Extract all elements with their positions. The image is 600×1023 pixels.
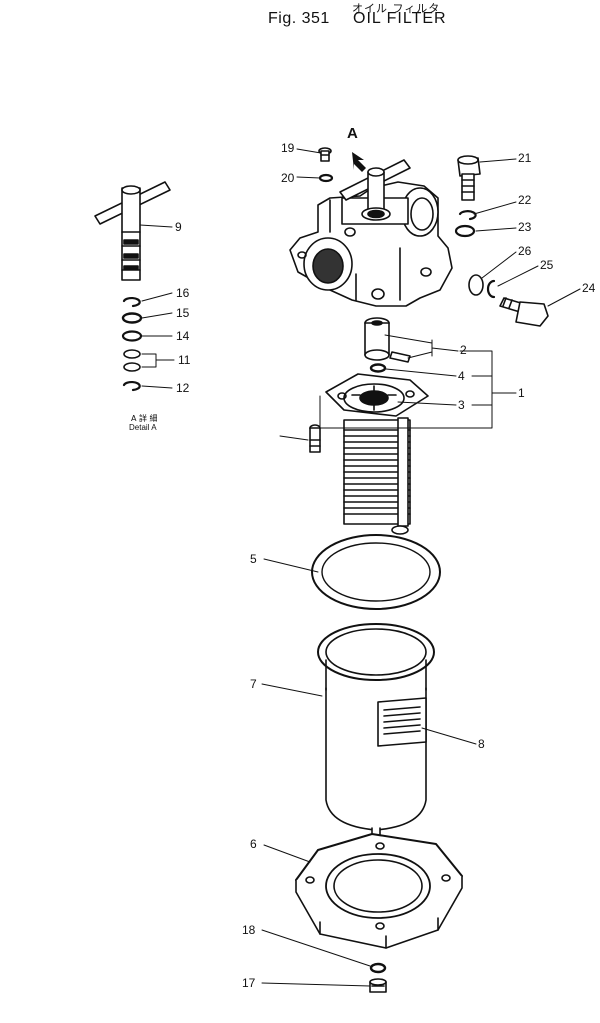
callout-26: 26: [518, 244, 532, 258]
callout-3: 3: [458, 398, 465, 412]
callout-11: 11: [178, 353, 191, 367]
screw-18: [318, 147, 332, 162]
callout-20: 21: [518, 151, 532, 165]
callout-2: 2: [460, 343, 467, 357]
detail-label-japanese: A 詳 細: [131, 414, 158, 423]
callout-22: 23: [518, 220, 532, 234]
base-flange-6: [295, 833, 463, 949]
gasket-5: [311, 534, 441, 610]
diagram-title-japanese: オイル フィルタ: [352, 2, 441, 15]
detail-rings: [121, 296, 143, 392]
bolt-23: [309, 424, 321, 453]
bolt-20: [457, 155, 481, 201]
callout-21: 22: [518, 193, 532, 207]
washer-17: [369, 962, 387, 974]
callout-19: 20: [281, 171, 295, 185]
callout-17: 18: [242, 923, 256, 937]
callout-24: 24: [582, 281, 596, 295]
t-handle-stem: [94, 181, 171, 281]
leader-lines: [261, 148, 581, 987]
callout-labels: 9 16 15 14 11 12 19 20 21 22 23 26 25 24…: [175, 141, 596, 990]
ring-4: [369, 363, 387, 373]
washer-22: [454, 224, 476, 238]
valve-t-handle: [339, 159, 411, 221]
washer-19: [318, 173, 334, 183]
valve-sleeve-2: [364, 317, 411, 363]
callout-15: 16: [176, 286, 190, 300]
detail-a-group: [94, 181, 175, 392]
callout-18: 19: [281, 141, 295, 155]
filter-element-1: [343, 417, 411, 535]
callout-6: 6: [250, 837, 257, 851]
callout-5: 5: [250, 552, 257, 566]
callout-16: 17: [242, 976, 256, 990]
filter-head: [289, 181, 453, 307]
callout-1: 1: [518, 386, 525, 400]
plate-8: [377, 697, 427, 747]
detail-leaders: [139, 224, 175, 389]
element-cover-3: [325, 373, 429, 417]
washer-26: [468, 274, 484, 296]
callout-14: 15: [176, 306, 190, 320]
callout-12: 12: [176, 381, 190, 395]
diagram-title: OIL FILTER: [353, 10, 447, 27]
bolt-24: [499, 297, 549, 327]
diagram-fig-number: Fig. 351: [268, 10, 330, 27]
callout-9: 9: [175, 220, 182, 234]
view-arrow: [352, 152, 366, 172]
callout-4: 4: [458, 369, 465, 383]
callout-25: 25: [540, 258, 554, 272]
callout-13: 14: [176, 329, 190, 343]
drain-plug-16: [369, 978, 387, 993]
callout-7: 7: [250, 677, 257, 691]
detail-label-english: Detail A: [129, 423, 157, 432]
lock-washer-25: [486, 279, 496, 299]
lock-washer-21: [458, 210, 477, 221]
callout-8: 8: [478, 737, 485, 751]
view-marker-a: A: [347, 125, 358, 142]
